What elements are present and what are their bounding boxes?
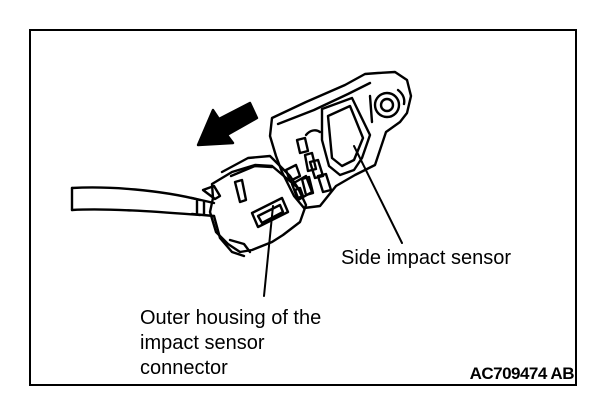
pull-direction-arrow-icon bbox=[196, 101, 259, 147]
wire-harness bbox=[70, 186, 216, 218]
side-impact-sensor-label: Side impact sensor bbox=[341, 247, 512, 269]
outer-housing-label: Outer housing of the impact sensor conne… bbox=[140, 306, 321, 381]
outer-housing-label-line-1: Outer housing of the bbox=[140, 307, 322, 329]
connector-outer-housing bbox=[201, 154, 314, 258]
side-impact-sensor-body bbox=[268, 70, 413, 210]
housing-leader-line bbox=[263, 205, 274, 297]
outer-housing-label-line-3: connector bbox=[140, 357, 228, 379]
outer-housing-label-line-2: impact sensor bbox=[140, 332, 265, 354]
side-sensor-leader-line bbox=[353, 145, 403, 244]
figure-id: AC709474 AB bbox=[469, 364, 575, 383]
